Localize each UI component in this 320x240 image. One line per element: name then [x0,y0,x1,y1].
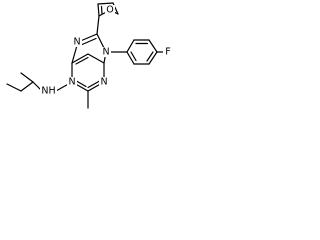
bond-n7-c8-double [80,37,97,46]
bonds [6,2,167,109]
bond-furan-c3-c2-double [100,5,103,15]
atom-n1: N [68,77,75,88]
bond-c4-n3 [87,53,105,64]
bond-c6-n1-double [74,79,87,88]
bond-ph-double-3 [130,51,137,62]
atom-o-furan: O [106,5,113,16]
bond-c5-c4 [71,53,89,64]
bond-ch-ch2 [20,81,34,92]
bond-ph-c3-c4 [148,39,158,53]
atom-nh: NH [41,86,55,97]
atom-n7: N [73,37,80,48]
atom-n3: N [100,77,107,88]
bond-c4-c5-double [75,56,89,65]
bond-c8-furan [96,15,100,35]
atom-n9: N [102,47,109,58]
atom-f: F [165,47,170,58]
bond-ph-c4-c5 [148,51,158,65]
bond-furan-c5-c4 [112,2,119,15]
bond-c2-n1-double [87,79,102,89]
bond-furan-c3-c2 [97,3,100,17]
bond-ph-double-2 [146,51,154,62]
bond-ch2-ch3 [6,83,22,92]
bond-ch-ch3 [20,72,34,83]
bond-furan-c4-c3 [97,2,114,5]
atom-labels: N O N F NH N N [40,5,173,97]
bond-ph-c1-c2 [126,39,135,53]
molecule-structure: N O N F NH N N [6,2,173,109]
bond-ph-c6-c1 [126,51,135,65]
